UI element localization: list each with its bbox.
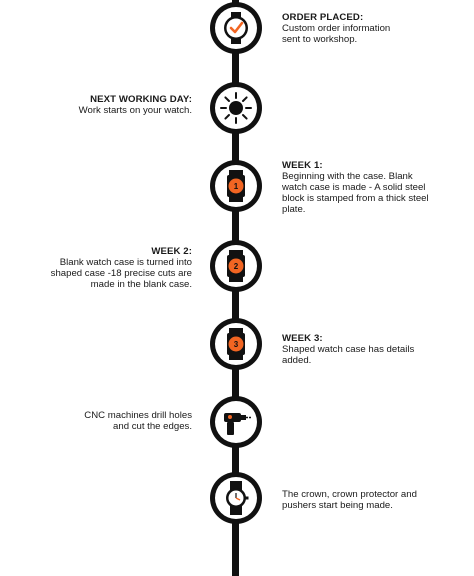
- step-text-line: made in the blank case.: [90, 279, 192, 290]
- node-order-placed: [210, 2, 262, 54]
- step-order-placed: ORDER PLACED: Custom order information s…: [282, 12, 442, 45]
- node-crown: [210, 472, 262, 524]
- week-1-badge: 1: [234, 182, 239, 191]
- step-heading: WEEK 3:: [282, 333, 323, 344]
- step-week-2: WEEK 2: Blank watch case is turned into …: [22, 246, 192, 290]
- wristwatch-icon: [226, 481, 249, 515]
- step-text-line: watch case is made - A solid steel: [282, 182, 426, 193]
- node-cnc: [210, 396, 262, 448]
- node-week-1: 1: [210, 160, 262, 212]
- step-week-3: WEEK 3: Shaped watch case has details ad…: [282, 333, 442, 366]
- node-next-working-day: [210, 82, 262, 134]
- step-text-line: Blank watch case is turned into: [59, 257, 192, 268]
- step-heading: NEXT WORKING DAY:: [90, 94, 192, 105]
- step-text-line: and cut the edges.: [113, 421, 192, 432]
- step-text-line: shaped case -18 precise cuts are: [50, 268, 192, 279]
- node-week-2: 2: [210, 240, 262, 292]
- clock-checkmark-icon: [224, 12, 248, 44]
- step-text-line: added.: [282, 355, 312, 366]
- sun-icon: [220, 92, 252, 124]
- step-cnc: CNC machines drill holes and cut the edg…: [22, 410, 192, 432]
- step-text-line: sent to workshop.: [282, 34, 358, 45]
- step-text-line: block is stamped from a thick steel: [282, 193, 429, 204]
- step-crown: The crown, crown protector and pushers s…: [282, 489, 442, 511]
- cnc-drill-icon: [224, 413, 252, 435]
- step-text-line: Custom order information: [282, 23, 391, 34]
- step-text-line: Beginning with the case. Blank: [282, 171, 413, 182]
- step-week-1: WEEK 1: Beginning with the case. Blank w…: [282, 160, 442, 215]
- node-week-3: 3: [210, 318, 262, 370]
- step-text-line: CNC machines drill holes: [84, 410, 192, 421]
- step-heading: WEEK 1:: [282, 160, 323, 171]
- step-text-line: plate.: [282, 204, 306, 215]
- watch-case-week-2-icon: [227, 250, 245, 282]
- step-text-line: Work starts on your watch.: [78, 105, 192, 116]
- watch-case-week-1-icon: [227, 170, 245, 202]
- week-2-badge: 2: [234, 262, 239, 271]
- watch-case-week-3-icon: [227, 328, 245, 360]
- step-heading: ORDER PLACED:: [282, 12, 364, 23]
- step-next-working-day: NEXT WORKING DAY: Work starts on your wa…: [22, 94, 192, 116]
- step-text-line: The crown, crown protector and: [282, 489, 417, 500]
- step-text-line: Shaped watch case has details: [282, 344, 415, 355]
- step-heading: WEEK 2:: [151, 246, 192, 257]
- week-3-badge: 3: [234, 340, 239, 349]
- step-text-line: pushers start being made.: [282, 500, 393, 511]
